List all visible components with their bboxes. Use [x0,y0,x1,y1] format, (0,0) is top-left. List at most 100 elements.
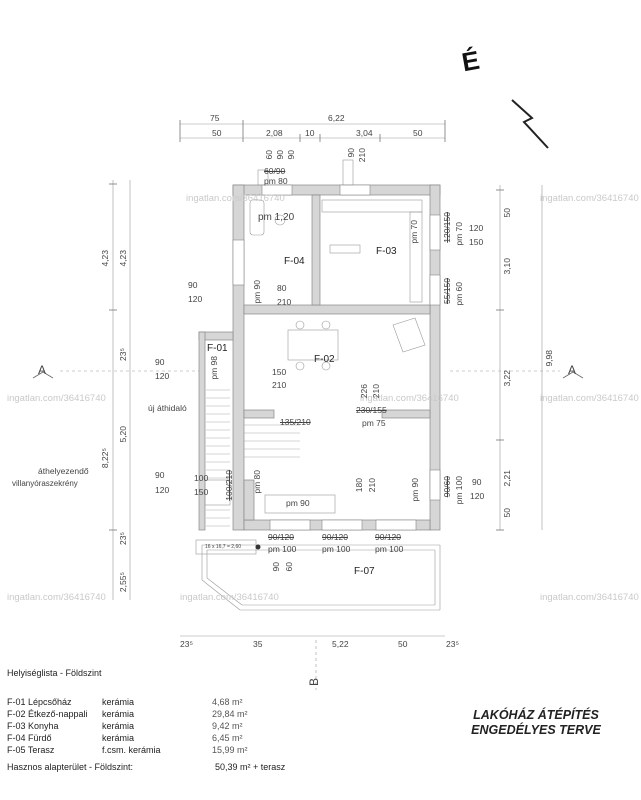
opening-label: pm 1,20 [258,212,295,223]
section-b: B [307,677,322,687]
room-area: 15,99 m² [212,745,248,755]
dim-bottom: 5,22 [332,639,349,649]
opening-label: pm 60 [454,282,464,306]
room-finish: kerámia [102,697,135,707]
opening-label: 210 [357,148,367,163]
dim-right: 2,21 [502,470,512,487]
dim-top: 75 [210,113,220,123]
room-f02: F-02 [314,354,335,365]
dim-top: 50 [413,128,423,138]
opening-label: 80 [277,283,287,293]
dim-top: 3,04 [356,128,373,138]
room-code: F-03 Konyha [7,721,59,731]
dim-bottom: 35 [253,639,263,649]
dim-right: 3,22 [502,370,512,387]
watermark: ingatlan.com/36416740 [360,393,459,404]
room-finish: kerámia [102,709,135,719]
opening-label: 120 [469,223,484,233]
room-finish: kerámia [102,733,135,743]
room-code: F-04 Fürdő [7,733,52,743]
watermark: ingatlan.com/36416740 [540,592,639,603]
opening-label: pm 90 [286,498,310,508]
opening-label: pm 80 [252,470,262,494]
opening-label: 180 [354,478,364,493]
dim-left: 5,20 [118,426,128,443]
opening-label: 100 [194,473,209,483]
room-finish: kerámia [102,721,135,731]
dim-top: 10 [305,128,315,138]
room-code: F-05 Terasz [7,745,55,755]
opening-label: pm 90 [252,280,262,304]
opening-label: 55/150 [442,278,452,304]
plan-title-line2: ENGEDÉLYES TERVE [471,723,601,737]
opening-label: 90 [271,562,281,572]
dim-bottom: 23⁵ [446,639,459,649]
opening-label: 100/210 [224,470,234,501]
watermark: ingatlan.com/36416740 [540,393,639,404]
section-a-right: A [568,363,577,377]
room-f04: F-04 [284,256,305,267]
opening-label: pm 90 [410,478,420,502]
opening-label: 120 [155,371,170,381]
opening-label: 120/150 [442,212,452,243]
opening-label: 230/155 [356,405,387,415]
watermark: ingatlan.com/36416740 [7,393,106,404]
room-finish: f.csm. kerámia [102,745,161,755]
opening-label: 90/120 [268,532,294,542]
dim-right: 50 [502,508,512,518]
dim-left: 2,55⁵ [118,572,128,593]
room-f03: F-03 [376,246,397,257]
opening-label: 90 [155,470,165,480]
opening-label: 60 [264,150,274,160]
opening-label: 90/120 [375,532,401,542]
plan-title-line1: LAKÓHÁZ ÁTÉPÍTÉS [473,708,599,722]
opening-label: pm 100 [322,544,351,554]
dim-top: 50 [212,128,222,138]
room-code: F-02 Étkező-nappali [7,709,88,719]
stair-note: 16 x 16,7 = 2,60 [205,544,242,550]
opening-label: pm 98 [209,356,219,380]
opening-label: 90 [472,477,482,487]
opening-label: 90/60 [442,476,452,498]
opening-label: 90 [286,150,296,160]
opening-label: 60/90 [264,166,286,176]
dim-left: 23⁵ [118,532,128,545]
opening-label: 120 [188,294,203,304]
total-area-label: Hasznos alapterület - Földszint: [7,762,134,772]
annotation-athelyezendo: áthelyezendő [38,466,89,476]
opening-label: 135/210 [280,417,311,427]
opening-label: 90 [275,150,285,160]
dim-bottom: 23⁵ [180,639,193,649]
room-area: 9,42 m² [212,721,243,731]
opening-label: 150 [469,237,484,247]
opening-label: 90 [155,357,165,367]
opening-label: 120 [470,491,485,501]
opening-label: 90 [188,280,198,290]
opening-label: 120 [155,485,170,495]
dim-right: 50 [502,208,512,218]
plan-title: LAKÓHÁZ ÁTÉPÍTÉS ENGEDÉLYES TERVE [446,708,626,738]
opening-label: 210 [371,384,381,399]
watermark: ingatlan.com/36416740 [540,193,639,204]
dim-left: 8,22⁵ [100,448,110,469]
room-list-heading: Helyiséglista - Földszint [7,668,102,678]
opening-label: pm 100 [375,544,404,554]
opening-label: 226 [359,384,369,399]
dim-right: 9,98 [544,350,554,367]
dim-left: 4,23 [100,250,110,267]
opening-label: 90/120 [322,532,348,542]
room-code: F-01 Lépcsőház [7,697,72,707]
dim-bottom: 50 [398,639,408,649]
dim-top: 2,08 [266,128,283,138]
opening-label: 60 [284,562,294,572]
opening-label: pm 70 [409,220,419,244]
room-list-row: F-05 Terasz f.csm. kerámia 15,99 m² [7,745,248,755]
watermark: ingatlan.com/36416740 [186,193,285,204]
room-list-row: F-03 Konyha kerámia 9,42 m² [7,721,243,731]
opening-label: pm 80 [264,176,288,186]
opening-label: 150 [272,367,287,377]
